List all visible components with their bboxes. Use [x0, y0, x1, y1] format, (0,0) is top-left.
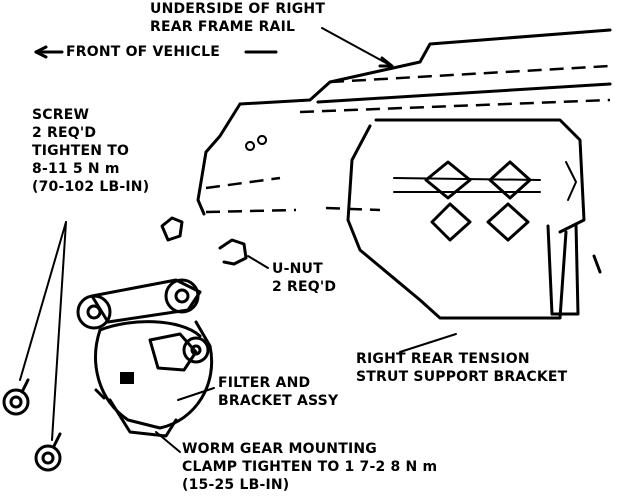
leader-lines [19, 27, 457, 453]
frame-rail-leader [321, 27, 389, 65]
filter-label-line-1: FILTER AND [218, 375, 311, 391]
filter-label: FILTER AND BRACKET ASSY [218, 374, 338, 410]
screw-icons [2, 378, 62, 472]
front-label: FRONT OF VEHICLE [66, 43, 220, 61]
strut-leader [399, 333, 457, 353]
frame-rail-label: UNDERSIDE OF RIGHT REAR FRAME RAIL [150, 0, 325, 36]
screw-label-line-1: SCREW [32, 107, 90, 123]
front-label-text: FRONT OF VEHICLE [66, 44, 221, 60]
clamp-label: WORM GEAR MOUNTING CLAMP TIGHTEN TO 1 7-… [182, 440, 437, 494]
bolt-paths [205, 176, 381, 214]
strut-bracket [346, 118, 602, 320]
frame-rail [196, 28, 612, 216]
strut-label: RIGHT REAR TENSION STRUT SUPPORT BRACKET [356, 350, 567, 386]
unut-label-line-2: 2 REQ'D [272, 279, 337, 295]
unut-label-line-1: U-NUT [272, 261, 323, 277]
screw-label-line-2: 2 REQ'D [32, 125, 97, 141]
filter-label-line-2: BRACKET ASSY [218, 393, 339, 409]
filter-leader [177, 387, 215, 401]
screw-label: SCREW 2 REQ'D TIGHTEN TO 8-11 5 N m (70-… [32, 106, 149, 196]
screw-label-line-5: (70-102 LB-IN) [32, 179, 150, 195]
strut-label-line-2: STRUT SUPPORT BRACKET [356, 369, 568, 385]
u-nut-icon [160, 216, 248, 266]
filter-assembly [76, 278, 213, 438]
strut-label-line-1: RIGHT REAR TENSION [356, 351, 530, 367]
unut-label: U-NUT 2 REQ'D [272, 260, 336, 296]
screw-label-line-3: TIGHTEN TO [32, 143, 130, 159]
frame-rail-label-line-2: REAR FRAME RAIL [150, 19, 296, 35]
unut-leader [247, 255, 269, 269]
front-arrowhead [34, 45, 48, 59]
screw-label-line-4: 8-11 5 N m [32, 161, 120, 177]
frame-rail-label-line-1: UNDERSIDE OF RIGHT [150, 1, 326, 17]
frame-rail-arrowhead [378, 56, 394, 68]
clamp-label-line-3: (15-25 LB-IN) [182, 477, 290, 493]
screw-leader-2 [51, 221, 67, 441]
clamp-label-line-2: CLAMP TIGHTEN TO 1 7-2 8 N m [182, 459, 438, 475]
clamp-label-line-1: WORM GEAR MOUNTING [182, 441, 377, 457]
screw-leader-1 [19, 221, 67, 381]
